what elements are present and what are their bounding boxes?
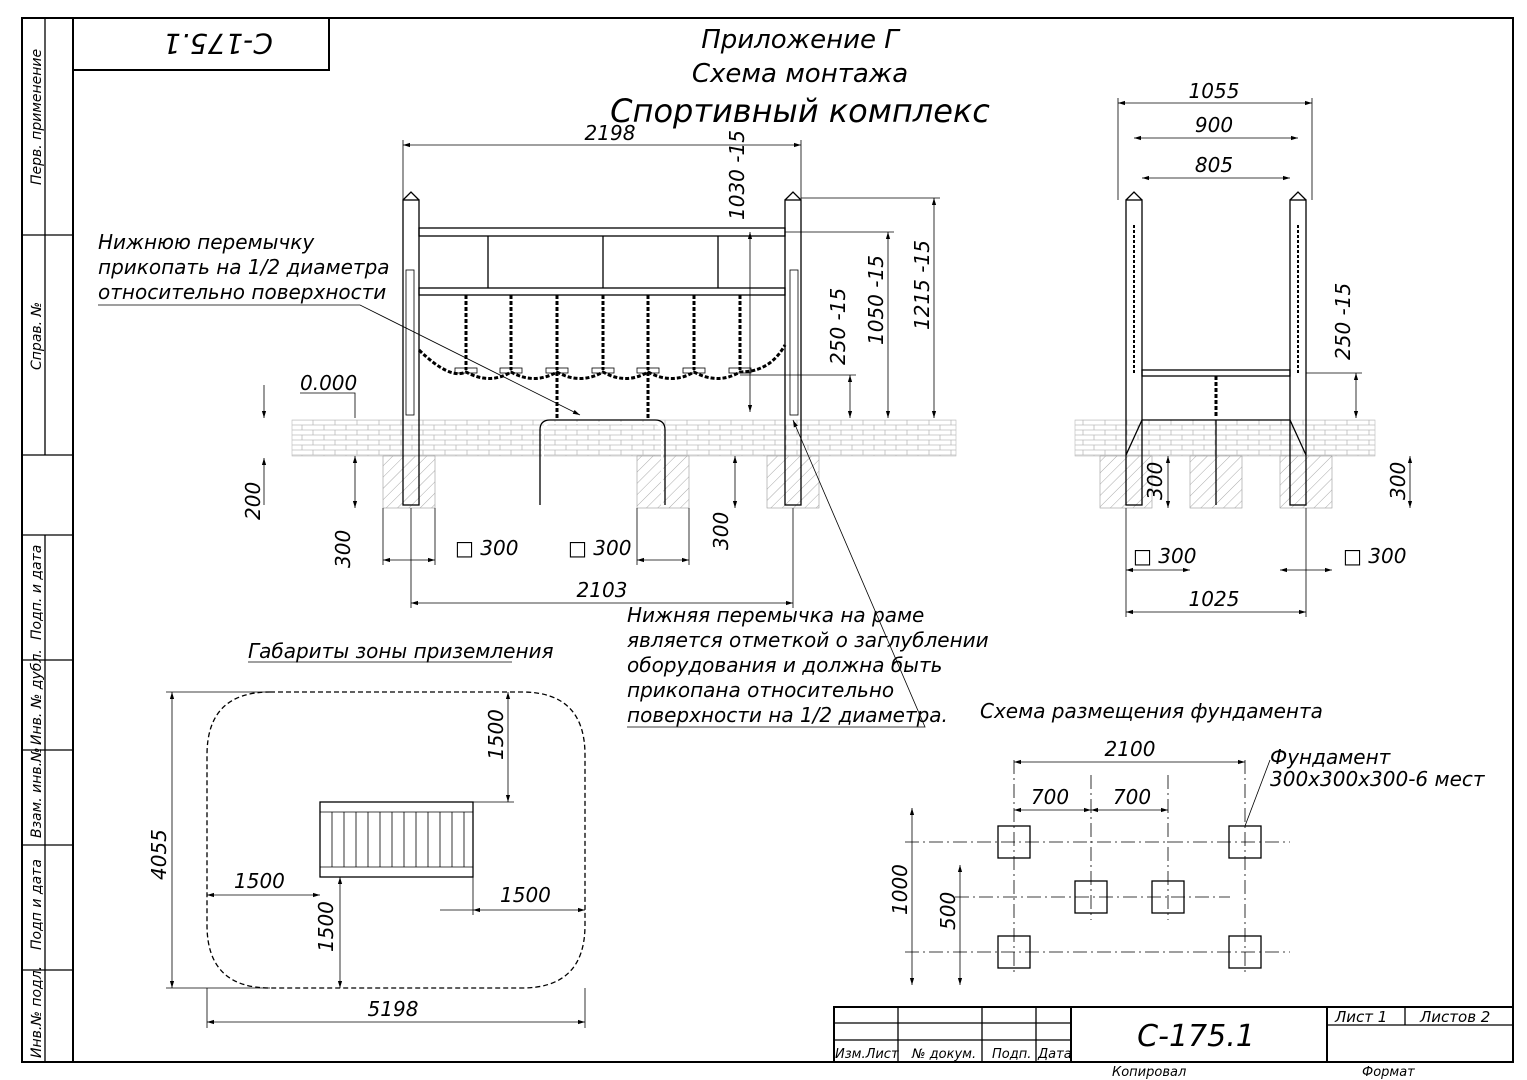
dim-1000: 1000 [888, 864, 912, 915]
foundation-block [1074, 880, 1108, 914]
dim-2198: 2198 [585, 121, 636, 145]
chain-ladder [417, 295, 787, 418]
foundation-pit [766, 455, 820, 509]
format-label: Формат [1362, 1065, 1415, 1080]
side-label-podp-data-1: Подп. и дата [29, 545, 45, 640]
foundation-label-2: 300х300х300-6 мест [1270, 767, 1486, 791]
dim-700-a: 700 [1031, 785, 1069, 809]
side-dim-250: 250 -15 [1331, 283, 1355, 360]
sheet-number: Лист 1 [1334, 1008, 1387, 1026]
landing-zone: Габариты зоны приземления 4055 5198 1500… [147, 639, 586, 1028]
dim-1215: 1215 -15 [910, 240, 934, 330]
lower-bar [539, 419, 666, 505]
post-left [402, 199, 420, 506]
title-block-code: С-175.1 [1137, 1019, 1255, 1054]
note-bottom-line-1: Нижняя перемычка на раме [627, 603, 924, 627]
title-line-2: Схема монтажа [692, 59, 908, 89]
stamp-code: С-175.1 [163, 27, 273, 60]
dim-2100: 2100 [1105, 737, 1156, 761]
ground-band [291, 419, 957, 457]
side-post-left [1125, 199, 1143, 506]
side-view: 1055 900 805 250 -15 300 300 □ 300 □ 300… [1074, 79, 1413, 617]
note-bottom-line-5: поверхности на 1/2 диаметра. [627, 703, 948, 727]
post-right [784, 199, 802, 506]
title-line-3: Спортивный комплекс [610, 92, 990, 130]
square-300-a: □ 300 [455, 536, 518, 560]
side-label-podp-data-2: Подп и дата [29, 859, 45, 950]
dim-1025: 1025 [1189, 587, 1240, 611]
dim-500: 500 [936, 892, 960, 930]
foundation-pit [382, 455, 436, 509]
col-data: Дата [1037, 1047, 1072, 1062]
dim-1500-left: 1500 [234, 869, 285, 893]
level-0000: 0.000 [300, 371, 357, 395]
foundation-block [997, 935, 1031, 969]
outer-frame [21, 17, 1514, 1063]
foundation-block [1151, 880, 1185, 914]
foundation-layout: Схема размещения фундамента 2100 700 700… [888, 699, 1486, 985]
side-label-sprav-no: Справ. № [29, 302, 45, 370]
side-square-300-a: □ 300 [1133, 544, 1196, 568]
dim-805: 805 [1195, 153, 1233, 177]
front-view: 2198 1030 -15 250 -15 1050 -15 1215 -15 … [98, 121, 989, 728]
col-podp: Подп. [992, 1047, 1031, 1062]
equipment-plan [319, 801, 474, 878]
top-rail [418, 227, 786, 237]
side-rung [1141, 369, 1291, 377]
middle-rail [418, 287, 786, 296]
title-line-1: Приложение Г [701, 25, 901, 55]
note-bottom-line-3: оборудования и должна быть [627, 653, 942, 677]
side-label-inv-no-dubl: Инв. № дубл. [29, 649, 45, 745]
side-label-perv-primenenie: Перв. применение [29, 49, 45, 185]
copied-label: Копировал [1112, 1065, 1186, 1080]
note-bottom-line-2: является отметкой о заглублении [627, 628, 989, 652]
side-dim-300-right: 300 [1386, 462, 1410, 500]
foundation-block [1228, 935, 1262, 969]
dim-1500-top: 1500 [484, 709, 508, 760]
dim-4055: 4055 [147, 829, 171, 880]
dim-700-b: 700 [1113, 785, 1151, 809]
col-izm-list: Изм.Лист [835, 1047, 899, 1062]
foundation-label-1: Фундамент [1270, 745, 1392, 769]
dim-2103: 2103 [577, 578, 628, 602]
dim-250: 250 -15 [826, 288, 850, 365]
foundation-block [997, 825, 1031, 859]
dim-200: 200 [241, 482, 265, 520]
side-post-right [1289, 199, 1307, 506]
sheets-total: Листов 2 [1419, 1008, 1490, 1026]
note-bottom-line-4: прикопана относительно [627, 678, 894, 702]
landing-zone-outline [206, 691, 586, 989]
dim-1500-right: 1500 [500, 883, 551, 907]
side-label-vzam-inv-no: Взам. инв.№ [29, 747, 45, 838]
dim-300-right: 300 [709, 512, 733, 550]
stamp-box [72, 17, 330, 71]
foundation-title: Схема размещения фундамента [980, 699, 1323, 723]
square-300-b: □ 300 [568, 536, 631, 560]
note-top-line-3: относительно поверхности [98, 280, 386, 304]
ground-band [1074, 419, 1376, 457]
dim-1030: 1030 -15 [725, 130, 749, 220]
side-dim-300-left: 300 [1143, 462, 1167, 500]
note-top-line-1: Нижнюю перемычку [98, 230, 315, 254]
side-square-300-b: □ 300 [1343, 544, 1406, 568]
dim-1500-bottom: 1500 [314, 901, 338, 952]
col-doc-no: № докум. [911, 1047, 976, 1062]
side-label-inv-no-podl: Инв.№ подл. [29, 966, 45, 1058]
dim-1055: 1055 [1189, 79, 1240, 103]
title-block: С-175.1 Лист 1 Листов 2 Изм.Лист № докум… [833, 1006, 1514, 1080]
dim-5198: 5198 [368, 997, 419, 1021]
dim-900: 900 [1195, 113, 1233, 137]
dim-300-left: 300 [331, 530, 355, 568]
dim-1050: 1050 -15 [864, 255, 888, 345]
note-top-line-2: прикопать на 1/2 диаметра [98, 255, 390, 279]
landing-zone-title: Габариты зоны приземления [248, 639, 554, 663]
